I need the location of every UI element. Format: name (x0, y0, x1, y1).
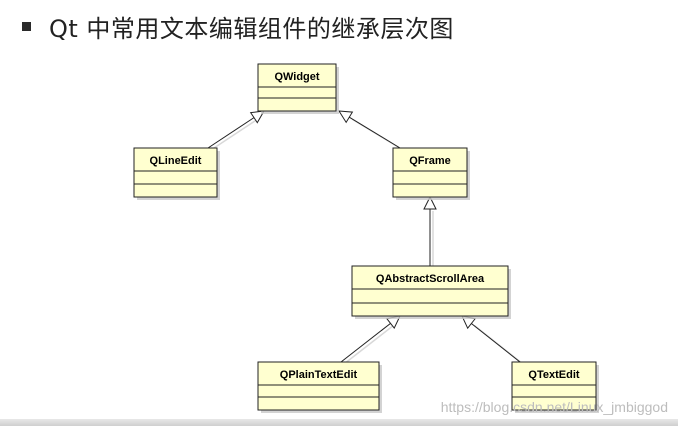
inheritance-edge-qtextedit (461, 315, 524, 365)
inheritance-edge-qplaintextedit (340, 315, 401, 365)
class-box-qtextedit: QTextEdit (511, 361, 599, 413)
inheritance-edge-qframe (338, 110, 404, 151)
class-name-qwidget: QWidget (274, 71, 319, 83)
class-box-qframe: QFrame (392, 147, 470, 200)
inheritance-edge-qlineedit (207, 110, 265, 151)
class-box-qplaintextedit: QPlainTextEdit (257, 361, 382, 413)
square-bullet-icon (22, 21, 31, 31)
class-name-qplaintextedit: QPlainTextEdit (280, 369, 358, 381)
hollow-arrowhead-icon (423, 195, 437, 210)
inheritance-edge-qabstractscrollarea (423, 195, 437, 268)
inheritance-edges (207, 110, 524, 365)
class-name-qtextedit: QTextEdit (528, 369, 579, 381)
class-name-qframe: QFrame (409, 155, 451, 167)
hollow-arrowhead-icon (249, 110, 265, 124)
class-box-qlineedit: QLineEdit (133, 147, 220, 200)
class-name-qabstractscrollarea: QAbstractScrollArea (376, 273, 485, 285)
class-name-qlineedit: QLineEdit (150, 155, 202, 167)
watermark: https://blog.csdn.net/Linux_jmbiggod (440, 399, 668, 415)
hollow-arrowhead-icon (338, 110, 354, 124)
class-box-qabstractscrollarea: QAbstractScrollArea (351, 265, 511, 319)
class-box-qwidget: QWidget (257, 63, 339, 114)
heading: Qt 中常用文本编辑组件的继承层次图 (22, 8, 454, 44)
bottom-shadow (0, 419, 678, 426)
page-title: Qt 中常用文本编辑组件的继承层次图 (49, 14, 454, 43)
